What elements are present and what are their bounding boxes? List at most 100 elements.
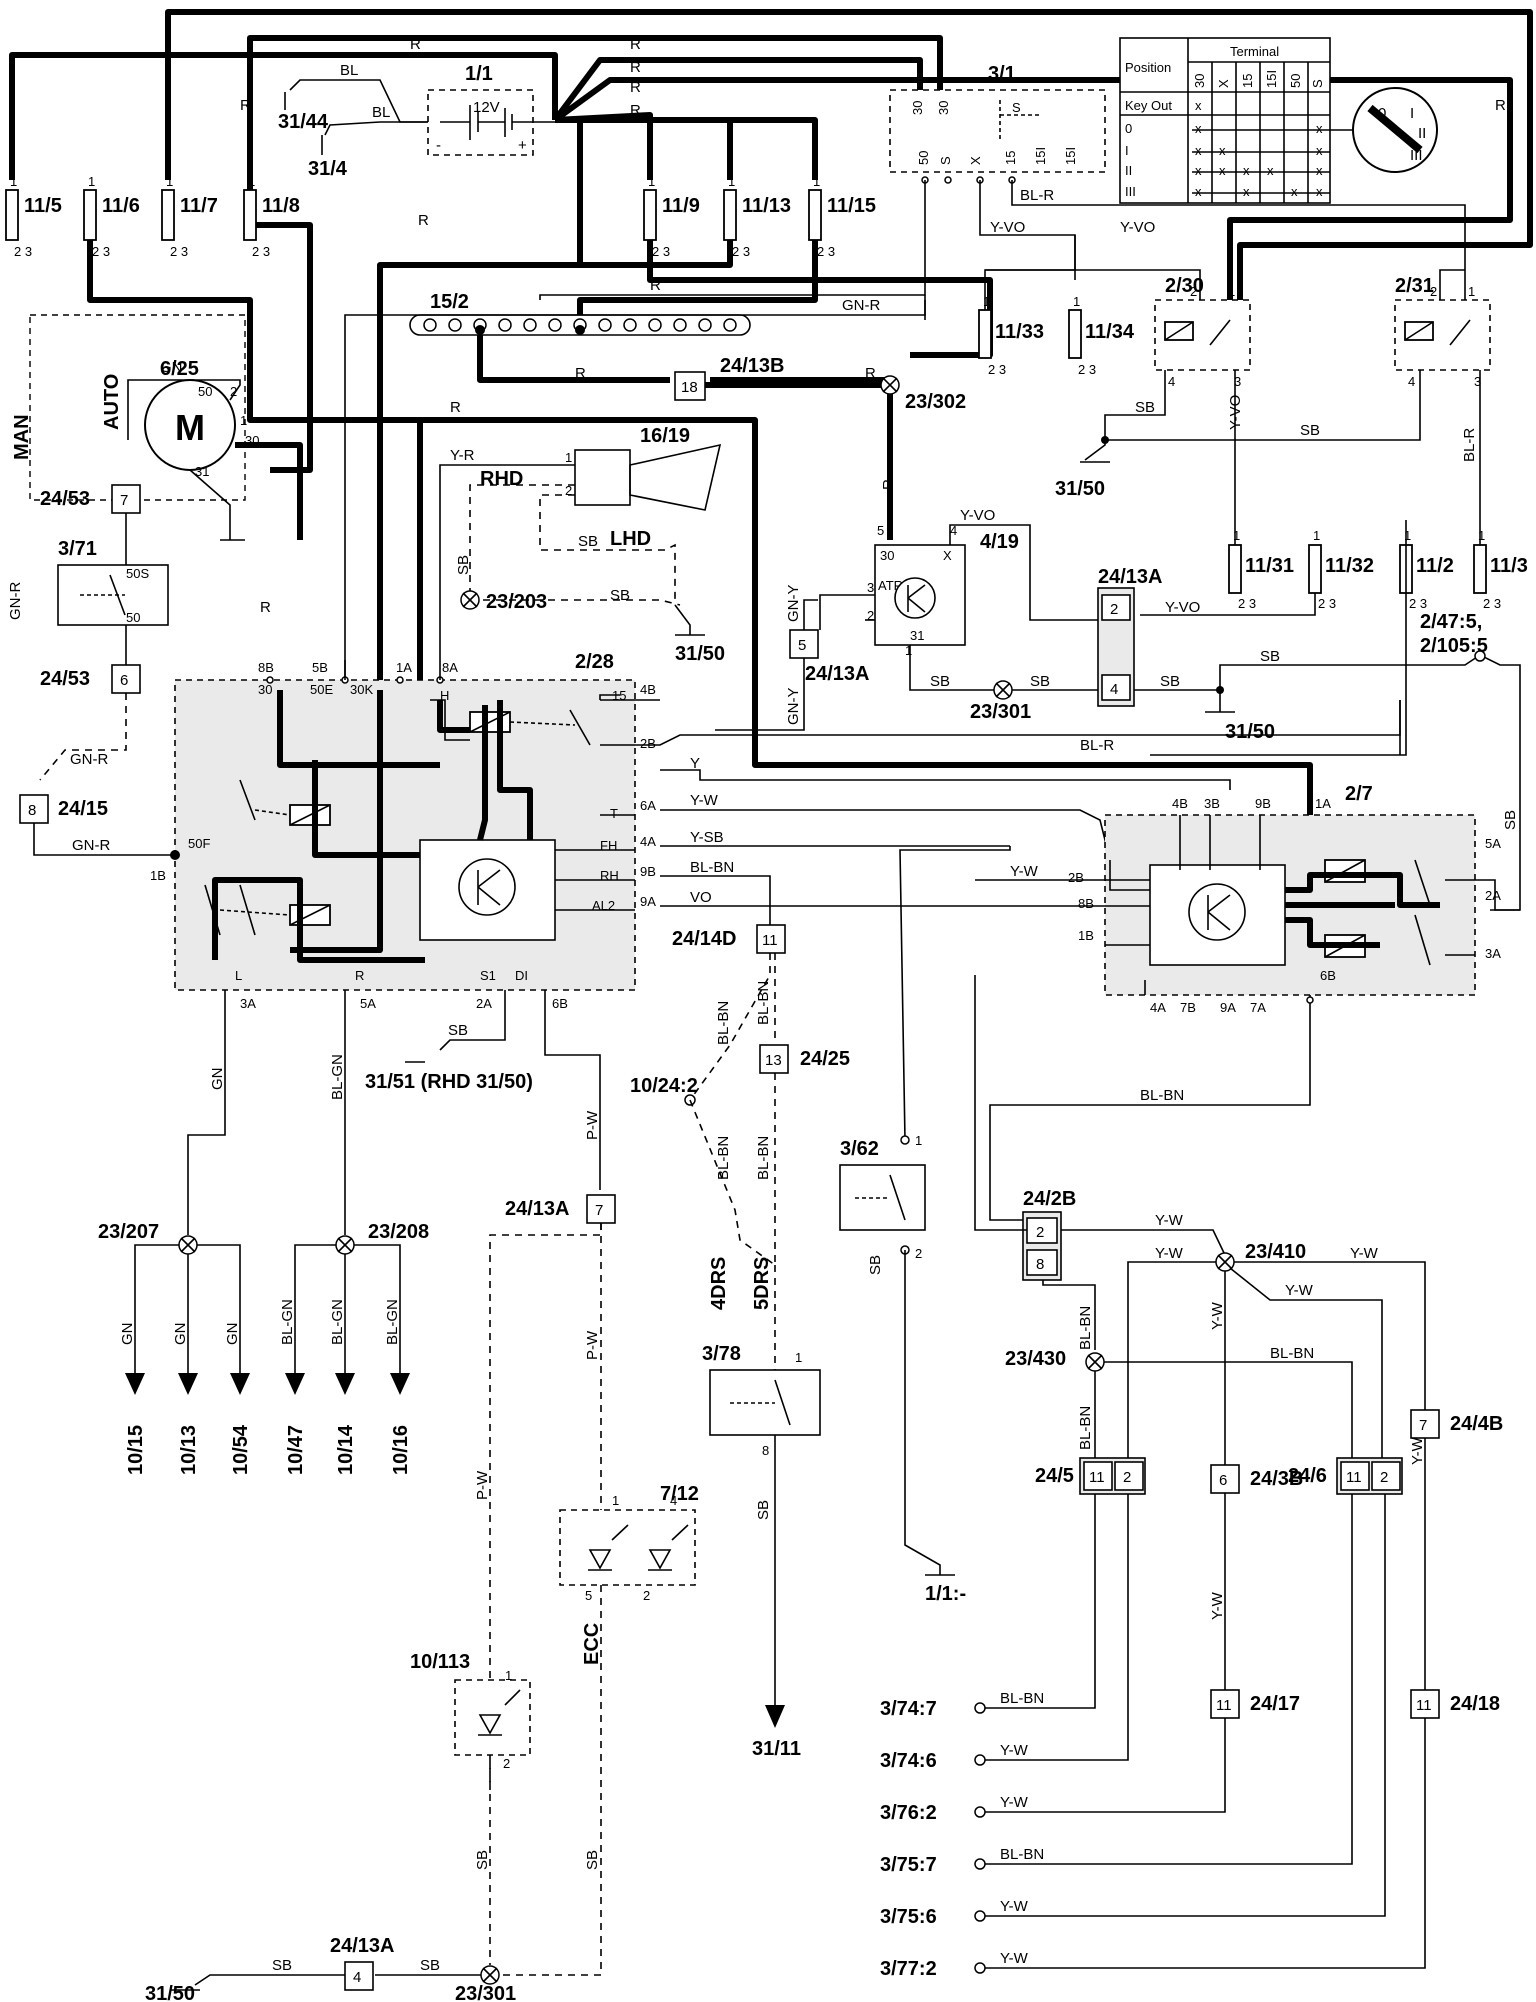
terminal-label: 50 <box>916 151 931 165</box>
svg-text:Y-W: Y-W <box>1000 1950 1029 1967</box>
svg-text:SB: SB <box>1160 673 1180 690</box>
svg-text:11/7: 11/7 <box>180 195 218 217</box>
svg-text:SB: SB <box>610 587 630 604</box>
svg-text:8B: 8B <box>258 660 274 675</box>
svg-text:23/430: 23/430 <box>1005 1348 1066 1370</box>
svg-text:2: 2 <box>230 384 237 399</box>
terminal-label: 15I <box>1033 147 1048 165</box>
svg-text:15/2: 15/2 <box>430 291 469 313</box>
battery-minus: - <box>436 137 441 154</box>
svg-text:10/13: 10/13 <box>178 1425 200 1475</box>
wire-label: R <box>650 277 661 294</box>
svg-text:SB: SB <box>1300 422 1320 439</box>
svg-text:31/51 (RHD 31/50): 31/51 (RHD 31/50) <box>365 1071 533 1093</box>
svg-text:2/7: 2/7 <box>1345 783 1373 805</box>
svg-text:GN-Y: GN-Y <box>785 688 802 726</box>
svg-text:8: 8 <box>1036 1256 1044 1273</box>
terminal-label: S <box>938 156 953 165</box>
svg-text:Y-R: Y-R <box>450 447 475 464</box>
svg-text:16/19: 16/19 <box>640 425 690 447</box>
svg-text:2: 2 <box>503 1756 510 1771</box>
bottom-arrows <box>125 1373 410 1395</box>
svg-text:11: 11 <box>762 932 778 949</box>
svg-text:LHD: LHD <box>610 528 651 550</box>
svg-text:R: R <box>880 479 897 490</box>
svg-text:Y-W: Y-W <box>1350 1245 1379 1262</box>
svg-text:GN: GN <box>160 359 183 376</box>
svg-text:6A: 6A <box>640 798 656 813</box>
svg-text:II: II <box>1125 163 1132 178</box>
svg-text:X: X <box>1216 79 1231 88</box>
svg-text:1: 1 <box>10 174 17 189</box>
svg-text:6: 6 <box>1219 1472 1227 1489</box>
svg-text:1: 1 <box>983 294 990 309</box>
junction-dots <box>170 325 1224 860</box>
svg-text:III: III <box>1125 184 1136 199</box>
svg-text:3/76:2: 3/76:2 <box>880 1802 937 1824</box>
svg-text:5A: 5A <box>1485 836 1501 851</box>
ground-31-4: 31/4 <box>308 158 348 180</box>
battery-id: 1/1 <box>465 63 493 85</box>
svg-text:31: 31 <box>195 464 209 479</box>
svg-text:BL-GN: BL-GN <box>329 1299 346 1345</box>
svg-text:5A: 5A <box>360 996 376 1011</box>
wire-label: R <box>260 599 271 616</box>
busbar-15-2: 15/2 <box>409 291 751 336</box>
svg-text:15I: 15I <box>1264 70 1279 88</box>
svg-text:1: 1 <box>905 643 912 658</box>
svg-text:23/208: 23/208 <box>368 1221 429 1243</box>
fuse-11-31: 11/31 12 3 <box>1228 528 1294 611</box>
svg-text:1: 1 <box>1073 294 1080 309</box>
svg-text:GN: GN <box>209 1068 226 1091</box>
svg-text:x: x <box>1219 143 1226 158</box>
svg-text:30K: 30K <box>350 682 373 697</box>
svg-text:23/302: 23/302 <box>905 391 966 413</box>
terminal-label: X <box>968 156 983 165</box>
svg-text:ECC: ECC <box>581 1623 603 1665</box>
wire-label: R <box>1495 97 1506 114</box>
svg-text:4: 4 <box>1408 374 1415 389</box>
svg-text:1: 1 <box>648 174 655 189</box>
fuse-11-8: 11/8 12 3 <box>243 174 300 259</box>
connector-24-13a-b: 5 24/13A <box>789 629 870 685</box>
wire-label: Y-VO <box>1120 219 1155 236</box>
svg-text:15: 15 <box>1240 74 1255 88</box>
svg-text:4: 4 <box>353 1969 361 1986</box>
svg-text:2 3: 2 3 <box>732 244 750 259</box>
svg-text:23/301: 23/301 <box>455 1983 516 2002</box>
wire-label: R <box>450 399 461 416</box>
svg-text:7: 7 <box>120 492 128 509</box>
splice-23-410: 23/410 <box>1215 1241 1306 1272</box>
svg-text:2: 2 <box>1123 1469 1131 1486</box>
svg-text:0: 0 <box>1378 105 1386 122</box>
connector-24-25: 13 24/25 <box>759 1044 850 1074</box>
svg-text:6: 6 <box>120 672 128 689</box>
svg-text:11/31: 11/31 <box>1245 555 1294 577</box>
svg-text:24/13A: 24/13A <box>330 1935 395 1957</box>
svg-text:1B: 1B <box>150 868 166 883</box>
svg-text:11/32: 11/32 <box>1325 555 1374 577</box>
svg-text:1: 1 <box>248 174 255 189</box>
svg-text:x: x <box>1243 163 1250 178</box>
svg-text:Y-W: Y-W <box>1000 1898 1029 1915</box>
fuse-11-15: 11/15 12 3 <box>808 174 876 259</box>
switch-3-78: 3/78 18 <box>702 1343 821 1458</box>
svg-text:2/47:5,: 2/47:5, <box>1420 611 1482 633</box>
horn-16-19: 16/19 12 RHD LHD SB SB SB <box>455 425 722 604</box>
fuse-11-13: 11/13 12 3 <box>723 174 791 259</box>
terminal-label: 15 <box>1003 151 1018 165</box>
svg-text:1: 1 <box>795 1350 802 1365</box>
svg-text:3B: 3B <box>1204 796 1220 811</box>
svg-text:SB: SB <box>1135 399 1155 416</box>
splice-23-203: 23/203 <box>460 590 547 613</box>
svg-text:7A: 7A <box>1250 1000 1266 1015</box>
wire-label: R <box>240 97 251 114</box>
svg-text:R: R <box>355 968 364 983</box>
svg-text:24/2B: 24/2B <box>1023 1188 1076 1210</box>
svg-text:2B: 2B <box>640 736 656 751</box>
svg-text:SB: SB <box>578 533 598 550</box>
svg-text:1: 1 <box>240 413 247 428</box>
svg-text:7: 7 <box>595 1202 603 1219</box>
